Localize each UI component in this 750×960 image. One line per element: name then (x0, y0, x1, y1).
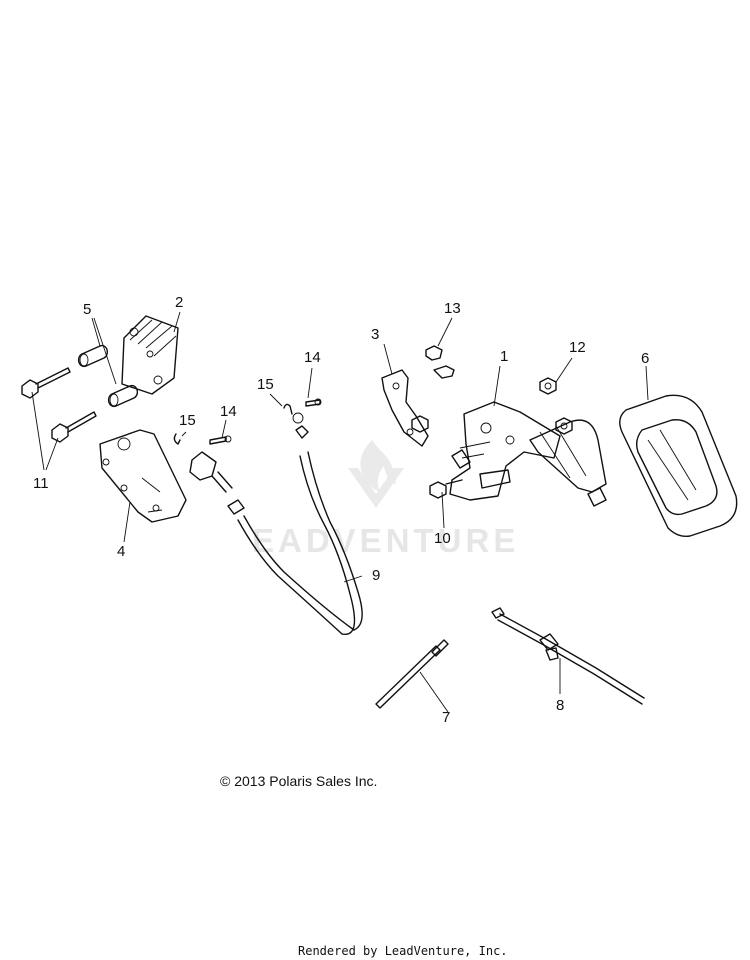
callout-5: 5 (83, 301, 91, 318)
part-7-rod[interactable] (375, 639, 449, 709)
callout-2: 2 (175, 294, 183, 311)
part-15-clip-center[interactable] (283, 403, 293, 415)
watermark-text: EADVENTURE (252, 522, 519, 559)
callouts: 1 2 3 4 5 6 7 8 9 10 11 12 13 14 14 15 1… (33, 294, 649, 726)
callout-6: 6 (641, 350, 649, 367)
part-6-boot-bezel[interactable] (619, 394, 738, 538)
part-9-cable[interactable] (189, 425, 363, 635)
callout-15-center: 15 (257, 376, 274, 393)
leader-lines (31, 311, 649, 713)
part-8-cable-tie[interactable] (491, 607, 645, 705)
part-2-pivot-block[interactable] (121, 315, 179, 395)
part-1-lever-assembly[interactable] (449, 401, 607, 507)
rendered-by-text: Rendered by LeadVenture, Inc. (298, 944, 508, 958)
callout-15-left: 15 (179, 412, 196, 429)
callout-9: 9 (372, 567, 380, 584)
callout-13: 13 (444, 300, 461, 317)
part-14-bolt-center[interactable] (292, 398, 322, 424)
callout-7: 7 (442, 709, 450, 726)
callout-14-center: 14 (304, 349, 321, 366)
part-3-bracket-plate[interactable] (381, 369, 429, 447)
callout-1: 1 (500, 348, 508, 365)
callout-14-left: 14 (220, 403, 237, 420)
part-10-fasteners[interactable] (411, 415, 463, 499)
watermark: EADVENTURE (252, 440, 519, 559)
copyright-text: © 2013 Polaris Sales Inc. (220, 773, 377, 789)
part-11-bolts[interactable] (21, 367, 97, 443)
part-14-bolt-left[interactable] (209, 435, 232, 445)
part-15-clip-left[interactable] (173, 433, 181, 445)
callout-4: 4 (117, 543, 125, 560)
part-5-pins[interactable] (77, 344, 139, 408)
part-13-bolts[interactable] (425, 345, 455, 379)
part-4-bracket[interactable] (99, 429, 187, 523)
callout-10: 10 (434, 530, 451, 547)
callout-3: 3 (371, 326, 379, 343)
part-12-nuts[interactable] (539, 377, 573, 435)
callout-12: 12 (569, 339, 586, 356)
callout-11: 11 (33, 475, 49, 492)
callout-8: 8 (556, 697, 564, 714)
